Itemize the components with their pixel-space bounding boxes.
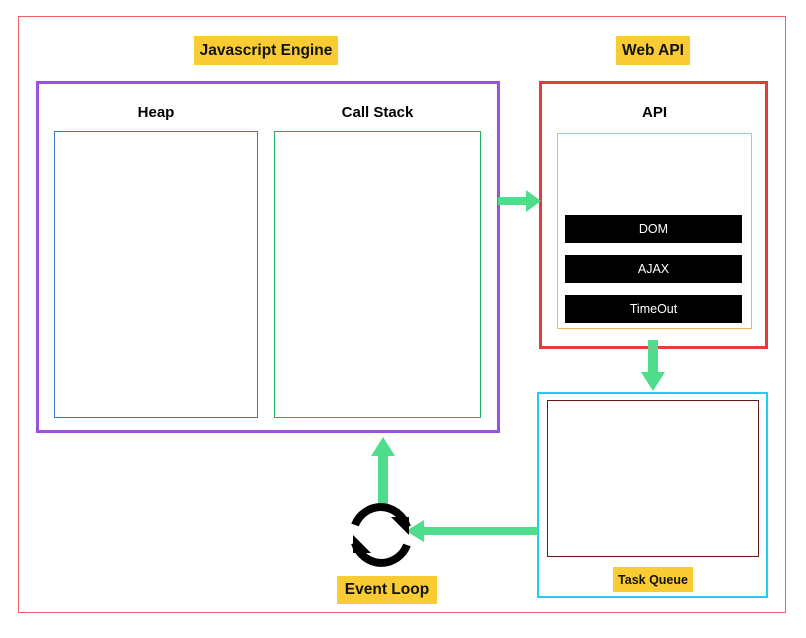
heap-heading: Heap: [137, 104, 175, 121]
api-inner-box: [557, 133, 752, 329]
event-loop-label: Event Loop: [337, 576, 437, 604]
outer-frame: [18, 16, 786, 613]
api-item-dom: DOM: [565, 215, 742, 243]
task-queue-inner-box: [547, 400, 759, 557]
task-queue-box: [537, 392, 768, 598]
event-loop-refresh-icon: [351, 503, 411, 567]
arrow-task-queue-to-event-loop-icon: [406, 520, 538, 542]
arrow-event-loop-to-engine-icon: [371, 437, 395, 510]
call-stack-heading: Call Stack: [341, 104, 414, 121]
arrow-engine-to-api-icon: [498, 190, 541, 212]
api-item-ajax: AJAX: [565, 255, 742, 283]
javascript-engine-label: Javascript Engine: [194, 36, 338, 65]
web-api-label: Web API: [616, 36, 690, 65]
call-stack-box: [274, 131, 481, 418]
heap-box: [54, 131, 258, 418]
javascript-engine-box: [36, 81, 500, 433]
arrow-api-to-task-queue-icon: [641, 340, 665, 391]
api-heading: API: [641, 104, 667, 121]
api-item-timeout: TimeOut: [565, 295, 742, 323]
task-queue-label: Task Queue: [613, 567, 693, 592]
